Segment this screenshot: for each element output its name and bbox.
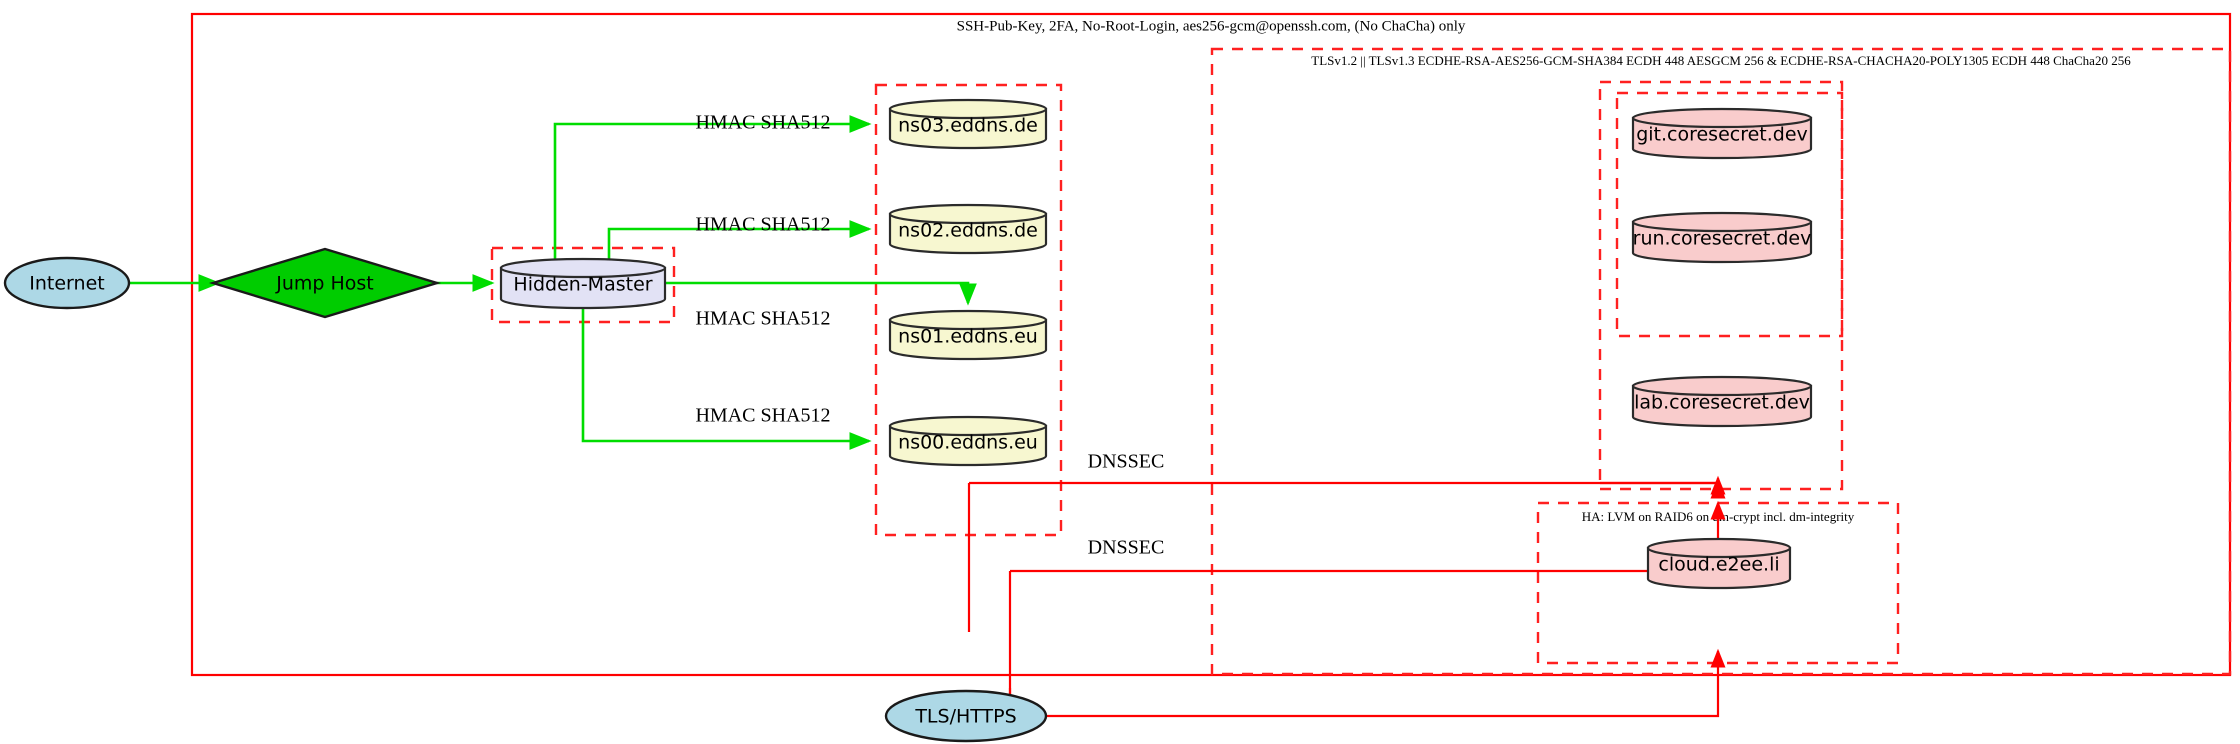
cluster-tls-label: TLSv1.2 || TLSv1.3 ECDHE-RSA-AES256-GCM-… bbox=[1311, 53, 2131, 68]
node-ns02-label: ns02.eddns.de bbox=[898, 220, 1038, 242]
cluster-tls: TLSv1.2 || TLSv1.3 ECDHE-RSA-AES256-GCM-… bbox=[1210, 47, 2232, 676]
edge-dnssec-upper-head bbox=[1600, 475, 1726, 495]
node-hidden-master-label: Hidden-Master bbox=[513, 274, 652, 296]
node-ns03-label: ns03.eddns.de bbox=[898, 115, 1038, 137]
edge-label-hmac-ns00: HMAC SHA512 bbox=[695, 405, 830, 427]
node-tls-https[interactable]: TLS/HTTPS bbox=[884, 689, 1048, 743]
edge-tls-cloud-path bbox=[1046, 648, 1726, 718]
edge-label-hmac-ns03: HMAC SHA512 bbox=[695, 112, 830, 134]
cluster-coresecret-inner bbox=[1615, 91, 1844, 338]
edge-hidden-ns03 bbox=[553, 115, 872, 262]
node-git-coresecret[interactable]: git.coresecret.dev bbox=[1631, 107, 1813, 160]
node-jump-host-label: Jump Host bbox=[275, 273, 374, 295]
edge-label-dnssec-lower: DNSSEC bbox=[1088, 537, 1165, 559]
edge-hidden-ns02 bbox=[607, 220, 872, 262]
node-ns02[interactable]: ns02.eddns.de bbox=[888, 203, 1048, 255]
edge-label-hmac-ns02: HMAC SHA512 bbox=[695, 214, 830, 236]
node-run-coresecret[interactable]: run.coresecret.dev bbox=[1631, 211, 1813, 264]
edge-label-hmac-ns01: HMAC SHA512 bbox=[695, 308, 830, 330]
edge-labels: HMAC SHA512 HMAC SHA512 HMAC SHA512 HMAC… bbox=[695, 112, 1164, 559]
cluster-outer-ssh-label: SSH-Pub-Key, 2FA, No-Root-Login, aes256-… bbox=[957, 18, 1466, 34]
node-ns00-label: ns00.eddns.eu bbox=[898, 432, 1038, 454]
node-ns01[interactable]: ns01.eddns.eu bbox=[888, 309, 1048, 361]
node-jump-host[interactable]: Jump Host bbox=[208, 247, 442, 319]
node-cloud-e2ee[interactable]: cloud.e2ee.li bbox=[1646, 537, 1792, 590]
node-tls-https-label: TLS/HTTPS bbox=[914, 706, 1016, 728]
node-git-coresecret-label: git.coresecret.dev bbox=[1636, 124, 1808, 146]
node-lab-coresecret-label: lab.coresecret.dev bbox=[1634, 392, 1810, 414]
node-hidden-master[interactable]: Hidden-Master bbox=[499, 257, 667, 310]
green-edges bbox=[130, 115, 977, 450]
edge-hidden-ns00 bbox=[581, 305, 872, 450]
edge-hidden-ns01 bbox=[665, 281, 977, 306]
node-cloud-e2ee-label: cloud.e2ee.li bbox=[1658, 554, 1779, 576]
node-run-coresecret-label: run.coresecret.dev bbox=[1633, 228, 1812, 250]
node-internet[interactable]: Internet bbox=[3, 256, 131, 310]
edge-label-dnssec-upper: DNSSEC bbox=[1088, 451, 1165, 473]
node-internet-label: Internet bbox=[29, 273, 104, 295]
node-ns00[interactable]: ns00.eddns.eu bbox=[888, 415, 1048, 467]
node-ns01-label: ns01.eddns.eu bbox=[898, 326, 1038, 348]
node-ns03[interactable]: ns03.eddns.de bbox=[888, 98, 1048, 150]
node-lab-coresecret[interactable]: lab.coresecret.dev bbox=[1631, 375, 1813, 428]
